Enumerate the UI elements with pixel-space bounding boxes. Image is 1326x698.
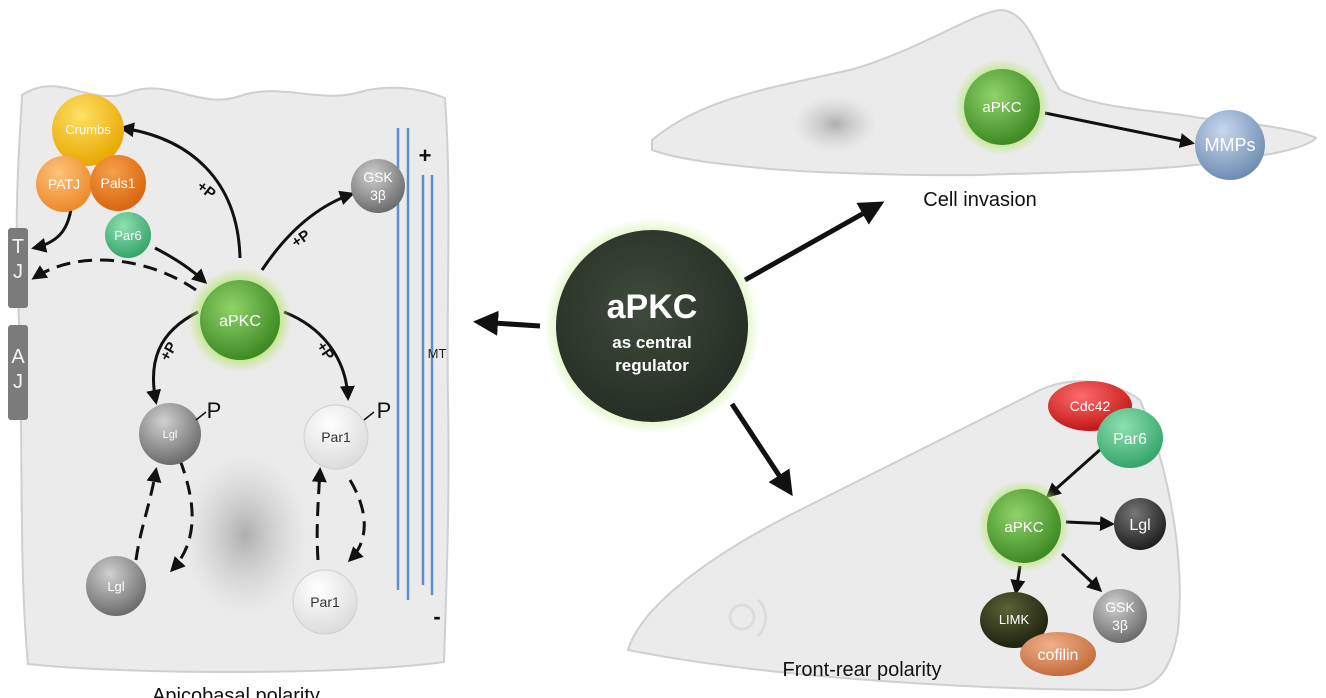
- arrow-center-to-apicobasal: [473, 310, 541, 336]
- lgl-label: Lgl: [163, 429, 178, 441]
- center-title: aPKC: [607, 288, 698, 326]
- par1-phospho-node: Par1 P: [303, 398, 392, 470]
- fr-gsk3b-label-1: GSK: [1105, 599, 1135, 615]
- arrow-center-to-front-rear: [729, 402, 793, 497]
- arrow-apkc-to-par1: [283, 310, 355, 401]
- apkc-node: aPKC: [188, 268, 292, 372]
- mmps-node: MMPs: [1195, 110, 1265, 180]
- fr-gsk3b-label-2: 3β: [1112, 617, 1128, 633]
- pals1-label: Pals1: [100, 175, 135, 191]
- adherens-junction: [8, 325, 28, 420]
- invasion-apkc-label: aPKC: [982, 99, 1021, 116]
- center-subtitle-2: regulator: [615, 356, 689, 375]
- arrow-par6-to-apkc: [1045, 446, 1103, 498]
- limk-label: LIMK: [999, 612, 1030, 627]
- front-rear-caption: Front-rear polarity: [783, 659, 942, 681]
- dashed-arrow-par1-cycle-down: [347, 479, 366, 563]
- patj-node: PATJ: [36, 156, 92, 212]
- arrow-apkc-to-gsk3b: [260, 190, 355, 271]
- par6-label: Par6: [114, 228, 141, 243]
- crumbs-label: Crumbs: [65, 122, 111, 137]
- par6-node: Par6: [105, 212, 151, 258]
- tight-junction: [8, 228, 28, 308]
- cofilin-node: cofilin: [1020, 632, 1096, 676]
- arrow-apkc-to-mmps: [1044, 111, 1195, 148]
- invasion-caption: Cell invasion: [923, 189, 1036, 211]
- fr-apkc-label: aPKC: [1004, 519, 1043, 536]
- fr-gsk3b-node: GSK 3β: [1093, 589, 1147, 643]
- fr-lgl-node: Lgl: [1114, 498, 1166, 550]
- gsk3b-label-2: 3β: [370, 187, 386, 203]
- dashed-arrow-par1-cycle-up: [311, 467, 327, 561]
- aj-label-j: J: [13, 371, 23, 393]
- tj-label-t: T: [12, 236, 24, 258]
- lgl-label: Lgl: [107, 579, 124, 594]
- invasion-apkc-node: aPKC: [954, 59, 1050, 155]
- fr-lgl-label: Lgl: [1129, 517, 1150, 534]
- mmps-label: MMPs: [1205, 135, 1256, 155]
- apicobasal-caption: Apicobasal polarity: [152, 685, 320, 698]
- lgl-node: Lgl: [86, 556, 146, 616]
- lgl-phospho-node: Lgl P: [139, 398, 221, 465]
- center-subtitle-1: as central: [612, 333, 691, 352]
- phosphate-mark: P: [207, 398, 222, 423]
- invasion-nucleus: [793, 96, 877, 152]
- par1-node: Par1: [292, 569, 358, 635]
- aj-label-a: A: [11, 346, 25, 368]
- fr-par6-node: Par6: [1097, 408, 1163, 468]
- fr-apkc-node: aPKC: [978, 480, 1070, 572]
- limk-node: LIMK: [980, 592, 1048, 648]
- invasion-panel: aPKC MMPs Cell invasion: [651, 8, 1318, 211]
- golgi-icon: [728, 598, 767, 638]
- pals1-node: Pals1: [90, 155, 146, 211]
- mt-label: MT: [428, 346, 447, 361]
- par1-label: Par1: [321, 429, 351, 445]
- apkc-label: aPKC: [219, 313, 261, 330]
- phosphate-mark: P: [377, 398, 392, 423]
- cofilin-label: cofilin: [1038, 647, 1079, 664]
- arrow-par6-to-apkc: [154, 246, 208, 285]
- mt-minus-end: -: [433, 604, 440, 629]
- tj-label-j: J: [13, 261, 23, 283]
- par1-label: Par1: [310, 594, 340, 610]
- dashed-arrow-lgl-cycle-up: [134, 467, 162, 561]
- arrow-apkc-to-crumbs: [119, 122, 242, 259]
- mt-plus-end: +: [419, 143, 432, 168]
- arrow-apkc-to-lgl: [146, 310, 199, 405]
- fr-par6-label: Par6: [1113, 431, 1147, 448]
- arrow-apkc-to-lgl: [1065, 515, 1115, 531]
- arrow-center-to-invasion: [743, 201, 885, 283]
- crumbs-node: Crumbs: [52, 94, 124, 166]
- gsk3b-node: GSK 3β: [351, 159, 405, 213]
- arrow-apkc-to-gsk3b: [1060, 552, 1103, 593]
- front-rear-panel: Cdc42 Par6 aPKC Lgl GSK 3β LIMK cofilin: [626, 380, 1181, 692]
- central-regulator-node: [556, 230, 748, 422]
- nucleus: [183, 455, 307, 615]
- gsk3b-label-1: GSK: [363, 169, 393, 185]
- patj-label: PATJ: [48, 176, 80, 192]
- apicobasal-panel: T J A J + - MT +P +P +P +P Crumbs: [8, 85, 450, 698]
- cdc42-label: Cdc42: [1070, 398, 1111, 414]
- center-panel: aPKC as central regulator: [473, 201, 885, 497]
